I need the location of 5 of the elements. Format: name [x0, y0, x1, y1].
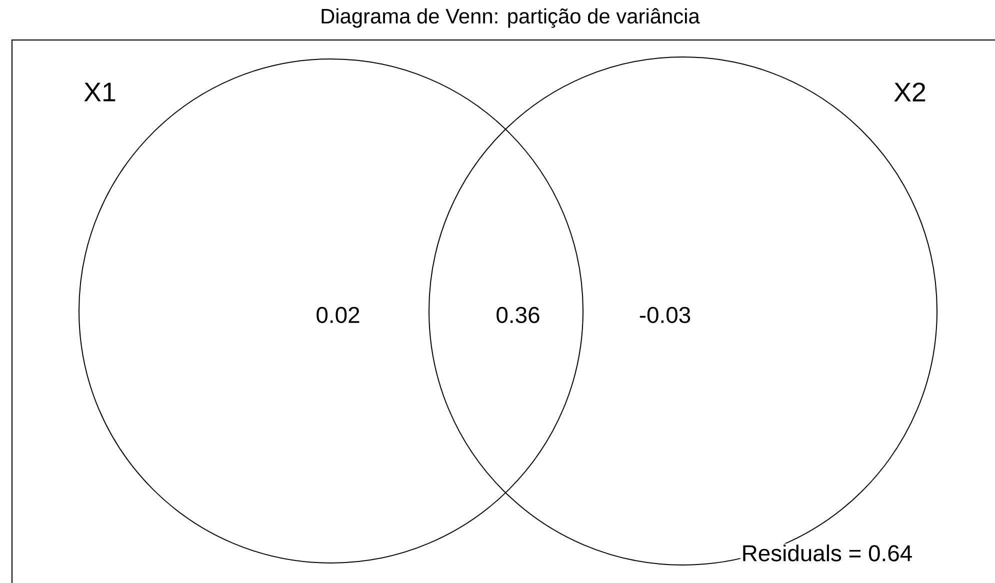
title: Diagrama de Venn: partição de variância	[322, 8, 700, 28]
region-value: -0.03	[638, 306, 692, 324]
region-value: Residuals = 0.64	[740, 544, 914, 562]
region-value: 0.36	[494, 306, 542, 324]
region-value: 0.02	[314, 306, 362, 324]
